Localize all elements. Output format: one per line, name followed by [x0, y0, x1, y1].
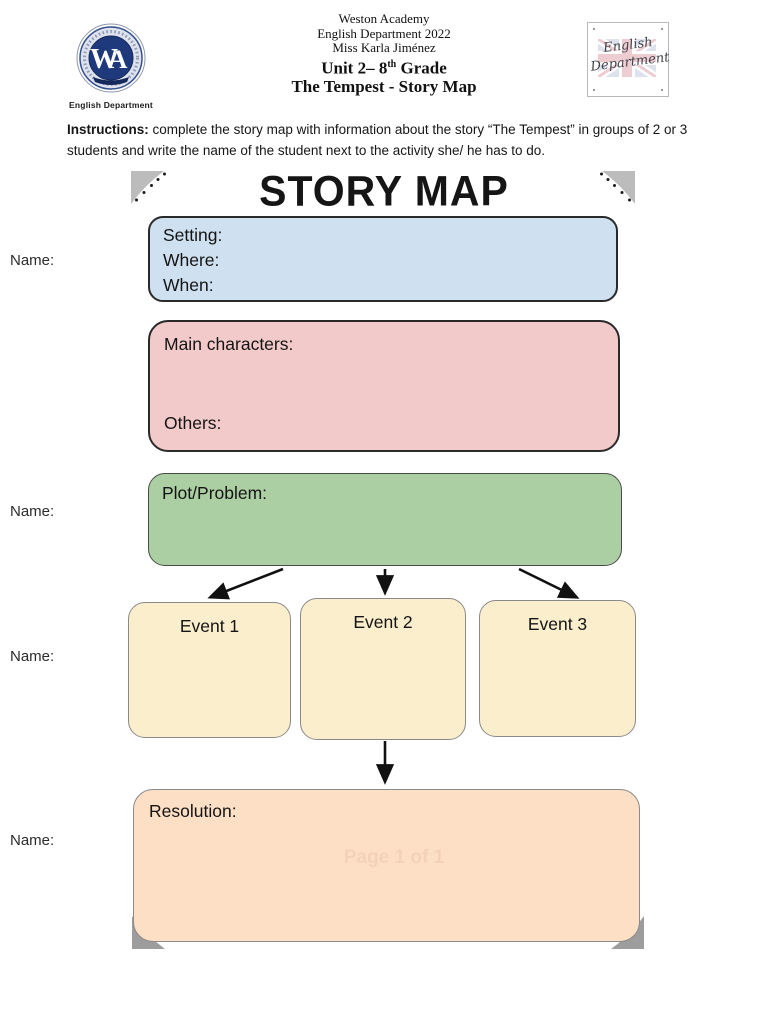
instructions-label: Instructions: — [67, 122, 149, 137]
page-watermark: Page 1 of 1 — [343, 847, 445, 868]
event2-label: Event 2 — [353, 612, 413, 632]
arrow-plot-to-event3 — [518, 567, 580, 599]
stamp-corner-dot — [593, 89, 595, 91]
teacher-name: Miss Karla Jiménez — [332, 40, 436, 55]
weston-academy-seal-icon: W A — [76, 23, 146, 93]
corner-decoration-top-right — [600, 171, 635, 204]
event3-box: Event 3 — [479, 600, 636, 737]
svg-text:A: A — [109, 45, 128, 74]
seal-caption: English Department — [69, 100, 153, 110]
event1-box: Event 1 — [128, 602, 291, 738]
stamp-script-text: English Department — [589, 35, 671, 75]
main-characters-label: Main characters: — [164, 334, 294, 354]
svg-text:W: W — [90, 44, 118, 75]
name-label-resolution: Name: — [10, 832, 55, 849]
where-label: Where: — [163, 250, 220, 270]
document-title: The Tempest - Story Map — [291, 76, 477, 96]
resolution-box: Resolution: Page 1 of 1 — [133, 789, 640, 942]
instructions-paragraph: Instructions: complete the story map wit… — [67, 119, 722, 161]
instructions-text: complete the story map with information … — [67, 122, 688, 158]
setting-label: Setting: — [163, 225, 223, 245]
corner-decoration-top-left — [131, 171, 166, 204]
document-header: Weston Academy English Department 2022 M… — [184, 11, 584, 96]
name-label-plot: Name: — [10, 503, 55, 520]
uk-flag-icon — [598, 39, 656, 77]
main-characters-box: Main characters: Others: — [148, 320, 620, 452]
story-map-title: STORY MAP — [259, 167, 509, 215]
stamp-corner-dot — [661, 28, 663, 30]
school-name: Weston Academy — [338, 11, 430, 26]
name-label-events: Name: — [10, 648, 55, 665]
stamp-corner-dot — [661, 89, 663, 91]
when-label: When: — [163, 275, 214, 295]
setting-box: Setting: Where: When: — [148, 216, 618, 302]
arrow-plot-to-event1 — [207, 567, 284, 600]
event2-box: Event 2 — [300, 598, 466, 740]
school-logo: W A English Department — [68, 22, 154, 110]
plot-problem-label: Plot/Problem: — [162, 483, 268, 503]
department-line: English Department 2022 — [317, 25, 451, 41]
event3-label: Event 3 — [527, 614, 588, 634]
others-label: Others: — [164, 413, 222, 433]
event1-label: Event 1 — [179, 616, 240, 636]
resolution-label: Resolution: — [149, 801, 237, 821]
stamp-corner-dot — [593, 28, 595, 30]
unit-line: Unit 2– 8th Grade — [321, 58, 447, 78]
english-department-stamp: English Department — [587, 22, 670, 97]
plot-problem-box: Plot/Problem: — [148, 473, 622, 566]
name-label-setting: Name: — [10, 252, 55, 269]
